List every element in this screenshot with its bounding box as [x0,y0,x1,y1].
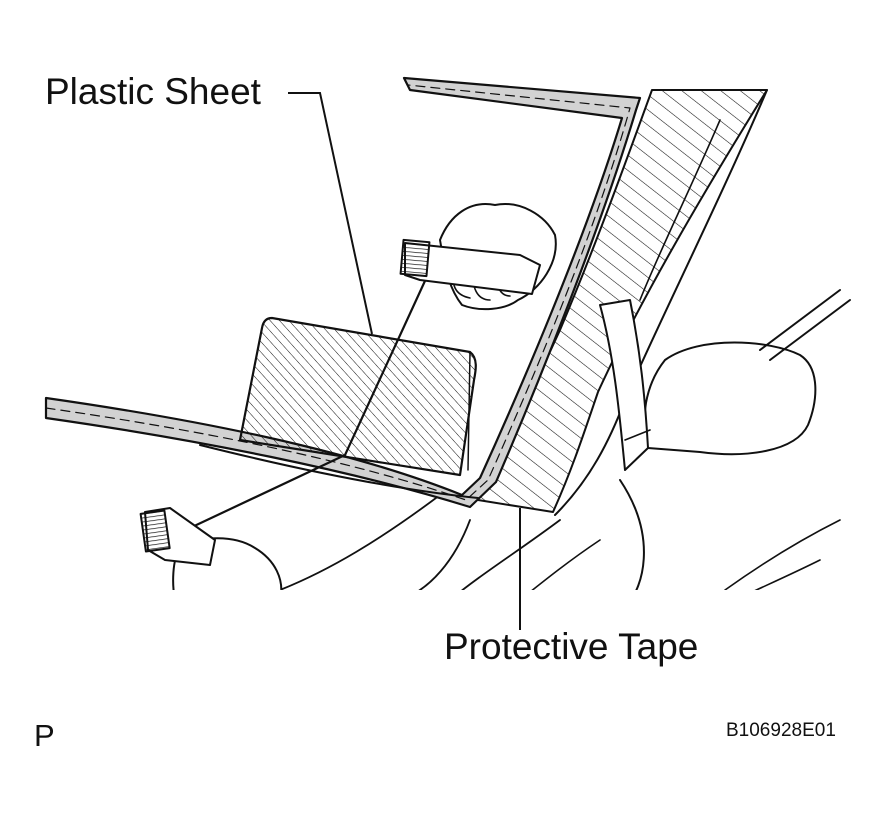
body-line-2 [418,519,471,590]
protective-tape-band [44,76,642,509]
body-line-3 [461,519,561,590]
glass-inner-edge [45,84,631,501]
label-protective-tape: Protective Tape [444,626,699,667]
fender-arc [619,479,645,590]
leader-plastic-sheet [288,92,373,335]
side-mirror [643,341,817,456]
mirror-arm-2 [769,299,851,361]
door-line-2 [724,519,841,590]
plastic-sheet [238,316,477,477]
upper-handle-grip [399,238,431,278]
mirror-arm [759,289,841,351]
mirror-base [599,299,649,471]
body-line-4 [531,539,601,590]
label-view-mark: P [34,718,55,753]
glass-lower-line [199,444,479,499]
piano-wire [188,268,432,530]
body-line-1 [279,494,441,590]
label-plastic-sheet: Plastic Sheet [45,71,261,112]
label-figure-code: B106928E01 [726,720,836,741]
lower-handle-grip [139,509,171,553]
door-line [754,559,821,590]
